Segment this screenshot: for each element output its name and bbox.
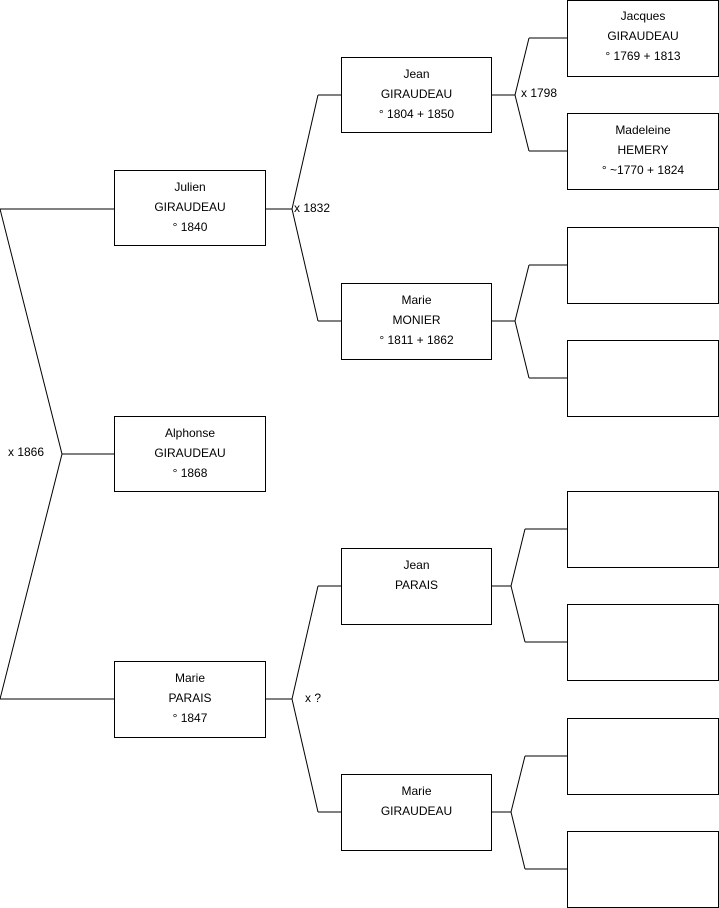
connector-union-unknown	[265, 585, 341, 813]
first-name: Jean	[403, 67, 430, 81]
connector-monier-parents	[492, 264, 567, 379]
first-name: Madeleine	[615, 123, 671, 137]
person-marie-monier: Marie MONIER ° 1811 + 1862	[341, 283, 492, 360]
person-jean-giraudeau: Jean GIRAUDEAU ° 1804 + 1850	[341, 57, 492, 133]
connector-union-1798	[492, 37, 567, 152]
life-dates: ° 1868	[172, 466, 208, 480]
person-empty-box	[567, 227, 719, 304]
person-empty-box	[567, 718, 719, 795]
last-name: GIRAUDEAU	[607, 29, 679, 43]
last-name: GIRAUDEAU	[380, 87, 453, 101]
marriage-label-1866: x 1866	[8, 445, 45, 459]
last-name: HEMERY	[617, 143, 669, 157]
connector-union-1866	[0, 208, 114, 700]
life-dates: ° 1811 + 1862	[379, 333, 454, 347]
person-madeleine-hemery: Madeleine HEMERY ° ~1770 + 1824	[567, 113, 719, 190]
last-name: PARAIS	[394, 578, 439, 592]
last-name: GIRAUDEAU	[154, 446, 226, 460]
last-name: MONIER	[392, 313, 441, 327]
marriage-label-1832: x 1832	[294, 201, 331, 215]
first-name: Marie	[401, 784, 432, 798]
person-marie-parais: Marie PARAIS ° 1847	[114, 661, 266, 738]
connector-union-1832	[265, 94, 341, 322]
person-julien-giraudeau: Julien GIRAUDEAU ° 1840	[114, 170, 266, 246]
last-name: GIRAUDEAU	[380, 804, 453, 818]
life-dates: ° 1840	[172, 220, 208, 234]
life-dates: ° 1847	[172, 711, 208, 725]
first-name: Marie	[401, 293, 432, 307]
person-empty-box	[567, 491, 719, 568]
connector-jean-parais-parents	[492, 528, 567, 643]
person-jean-parais: Jean PARAIS	[341, 548, 492, 625]
person-marie-giraudeau: Marie GIRAUDEAU	[341, 774, 492, 851]
last-name: GIRAUDEAU	[154, 200, 226, 214]
connector-marie-giraudeau-parents	[492, 755, 567, 870]
first-name: Alphonse	[164, 426, 216, 440]
person-empty-box	[567, 340, 719, 417]
person-empty-box	[567, 831, 719, 908]
first-name: Julien	[174, 180, 206, 194]
life-dates: ° 1769 + 1813	[605, 49, 681, 63]
life-dates: ° ~1770 + 1824	[601, 163, 685, 177]
last-name: PARAIS	[168, 691, 212, 705]
life-dates: ° 1804 + 1850	[378, 107, 455, 121]
person-jacques-giraudeau: Jacques GIRAUDEAU ° 1769 + 1813	[567, 0, 719, 77]
person-empty-box	[567, 604, 719, 681]
first-name: Jacques	[620, 9, 666, 23]
person-alphonse-giraudeau: Alphonse GIRAUDEAU ° 1868	[114, 416, 266, 492]
first-name: Jean	[403, 558, 430, 572]
first-name: Marie	[174, 671, 205, 685]
marriage-label-unknown: x ?	[305, 691, 322, 705]
marriage-label-1798: x 1798	[521, 86, 558, 100]
